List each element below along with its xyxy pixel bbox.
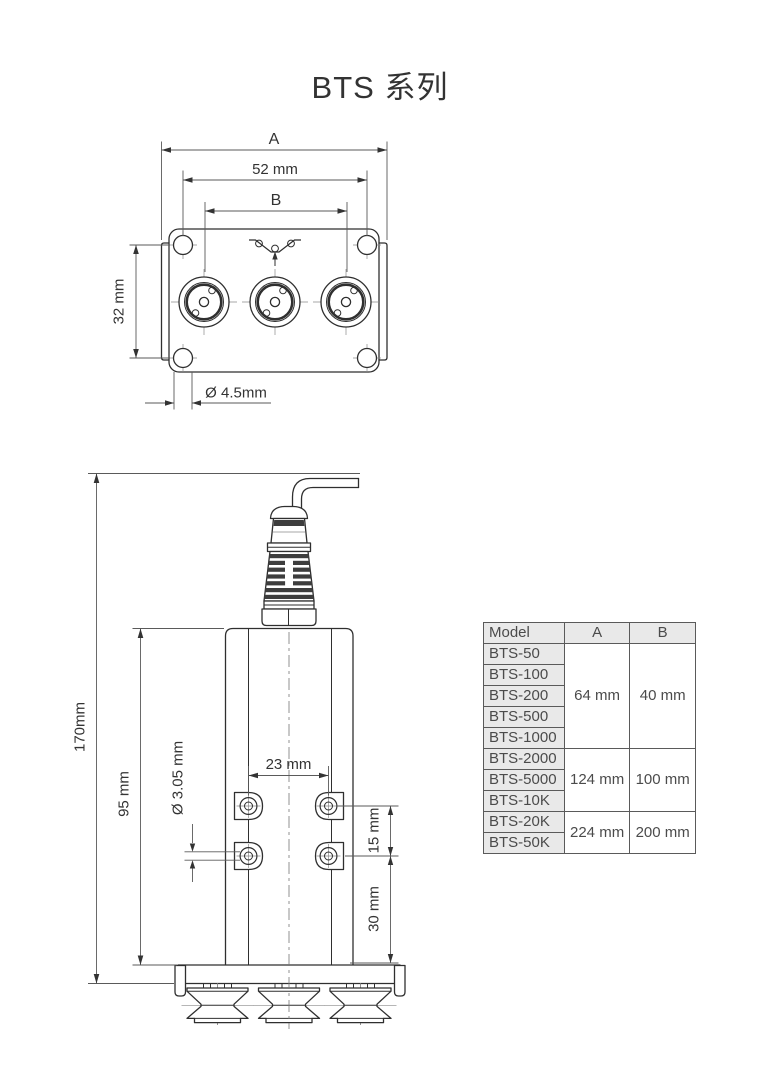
dimension-overall-width-a: A xyxy=(161,131,388,240)
mounting-lugs xyxy=(233,791,345,871)
dimension-lug-to-base-30: 30 mm xyxy=(350,856,399,964)
cable xyxy=(291,477,360,509)
dim-b-cell: 40 mm xyxy=(629,643,697,749)
dimension-hole-diameter-45: Ø 4.5mm xyxy=(145,372,271,410)
table-row: BTS-1000 xyxy=(483,727,696,749)
model-cell: BTS-100 xyxy=(483,664,565,686)
header-model: Model xyxy=(483,622,565,644)
page-title: BTS 系列 xyxy=(311,70,449,105)
table-row: BTS-100 xyxy=(483,664,696,686)
dimension-hole-spacing-52: 52 mm xyxy=(182,161,368,236)
dim-label-hole-diameter: Ø 4.5mm xyxy=(205,385,267,402)
model-cell: BTS-10K xyxy=(483,790,565,812)
model-cell: BTS-20K xyxy=(483,811,565,833)
dim-a-cell: 124 mm xyxy=(563,748,631,812)
dim-label-overall-height: 170mm xyxy=(72,702,89,752)
table-row: BTS-20K 224 mm 200 mm xyxy=(483,811,697,854)
dimension-roller-spacing-b: B xyxy=(204,192,348,272)
left-side-tab xyxy=(160,242,170,361)
bottom-pulleys xyxy=(181,983,397,1029)
dim-b-cell: 100 mm xyxy=(629,748,697,812)
table-row: BTS-5000 xyxy=(483,769,696,791)
cable-connector xyxy=(261,505,317,627)
dimension-body-height-95: 95 mm xyxy=(116,628,224,966)
top-view-drawing: A 52 mm B 32 mm xyxy=(111,131,388,410)
wire-path-symbol xyxy=(249,239,301,266)
dim-a-cell: 224 mm xyxy=(563,811,631,854)
corner-mounting-holes xyxy=(169,231,381,372)
dimension-height-32: 32 mm xyxy=(111,244,170,359)
dim-label-overall-width: A xyxy=(269,131,280,148)
dim-a-cell: 64 mm xyxy=(563,643,631,749)
model-dimensions-table: Model A B BTS-50 64 mm 40 mm BTS-100 BTS… xyxy=(483,622,697,854)
dimension-lug-spacing-23: 23 mm xyxy=(248,756,329,796)
guide-rollers-top-view xyxy=(171,269,379,335)
dim-label-hole-spacing: 52 mm xyxy=(252,161,298,178)
dim-label-lug-to-base: 30 mm xyxy=(366,886,383,932)
dim-label-lug-hole-diameter: Ø 3.05 mm xyxy=(170,741,187,815)
dim-label-roller-spacing: B xyxy=(271,192,282,209)
table-row: BTS-200 xyxy=(483,685,696,707)
dim-label-body-height: 95 mm xyxy=(116,771,133,817)
table-header-row: Model A B xyxy=(483,622,697,644)
model-cell: BTS-2000 xyxy=(483,748,565,770)
table-row: BTS-50 64 mm 40 mm xyxy=(483,643,697,749)
dim-label-height: 32 mm xyxy=(111,279,128,325)
side-view-drawing: 170mm 95 mm Ø 3.05 mm 23 mm xyxy=(72,473,406,1029)
dim-b-cell: 200 mm xyxy=(629,811,697,854)
model-cell: BTS-200 xyxy=(483,685,565,707)
model-cell: BTS-500 xyxy=(483,706,565,728)
dimension-overall-height-170: 170mm xyxy=(72,473,360,984)
dimension-lug-spacing-15: 15 mm xyxy=(336,805,399,857)
model-cell: BTS-5000 xyxy=(483,769,565,791)
dimension-lug-hole-diameter: Ø 3.05 mm xyxy=(170,741,240,882)
header-b: B xyxy=(629,622,697,644)
model-cell: BTS-50 xyxy=(483,643,565,665)
table-row: BTS-2000 124 mm 100 mm xyxy=(483,748,697,812)
model-cell: BTS-1000 xyxy=(483,727,565,749)
header-a: A xyxy=(563,622,631,644)
dim-label-lug-spacing-v: 15 mm xyxy=(366,808,383,854)
table-row: BTS-10K xyxy=(483,790,696,812)
right-side-tab xyxy=(378,242,388,361)
table-row: BTS-50K xyxy=(483,832,696,854)
dim-label-lug-spacing-h: 23 mm xyxy=(266,756,312,773)
model-cell: BTS-50K xyxy=(483,832,565,854)
